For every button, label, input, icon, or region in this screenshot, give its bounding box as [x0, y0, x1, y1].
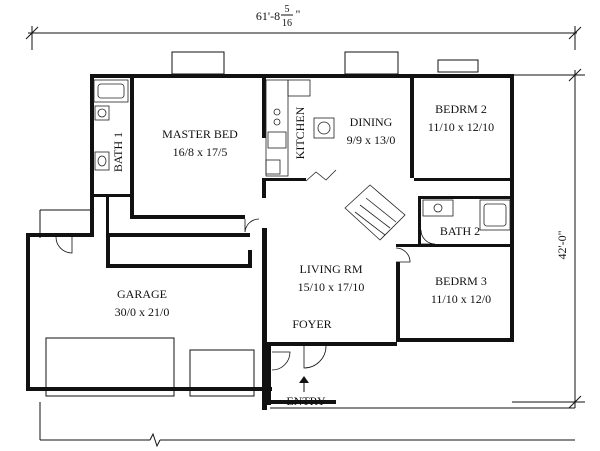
- overall-depth-dimension: [512, 68, 585, 409]
- overall-depth-label: 42'-0": [555, 230, 569, 259]
- width-frac-num: 5: [285, 4, 290, 15]
- garage-size: 30/0 x 21/0: [115, 305, 170, 319]
- master-bed-name: MASTER BED: [162, 127, 238, 141]
- bath2-fixtures: [344, 184, 511, 241]
- bedrm3-name: BEDRM 3: [435, 274, 487, 288]
- bath1-fixtures: [93, 79, 129, 171]
- bedrm3-size: 11/10 x 12/0: [431, 292, 491, 306]
- master-bed-size: 16/8 x 17/5: [173, 145, 228, 159]
- overall-width-dimension: [25, 26, 582, 50]
- site-lines: [39, 209, 575, 448]
- living-name: LIVING RM: [300, 262, 363, 276]
- entry-arrow-icon: [299, 376, 309, 392]
- kitchen-fixtures: [265, 79, 337, 182]
- bath1-name: BATH 1: [111, 132, 125, 172]
- width-whole: 61'-8: [256, 9, 280, 23]
- bath2-name: BATH 2: [440, 224, 480, 238]
- dining-name: DINING: [350, 115, 393, 129]
- interior-walls: [94, 78, 514, 410]
- garage-name: GARAGE: [117, 287, 167, 301]
- door-swings: [55, 218, 436, 371]
- window-bumps: [171, 51, 479, 75]
- garage-doors: [45, 337, 255, 397]
- width-inch: ": [296, 7, 301, 21]
- width-frac-den: 16: [282, 18, 292, 29]
- bedrm2-size: 11/10 x 12/10: [428, 120, 494, 134]
- bedrm2-name: BEDRM 2: [435, 102, 487, 116]
- dining-size: 9/9 x 13/0: [347, 133, 396, 147]
- overall-width-label: 61'-8: [256, 9, 280, 23]
- living-size: 15/10 x 17/10: [298, 280, 365, 294]
- entry-name: ENTRY: [286, 394, 326, 408]
- foyer-name: FOYER: [292, 317, 331, 331]
- exterior-walls: [26, 74, 514, 405]
- kitchen-name: KITCHEN: [293, 106, 307, 159]
